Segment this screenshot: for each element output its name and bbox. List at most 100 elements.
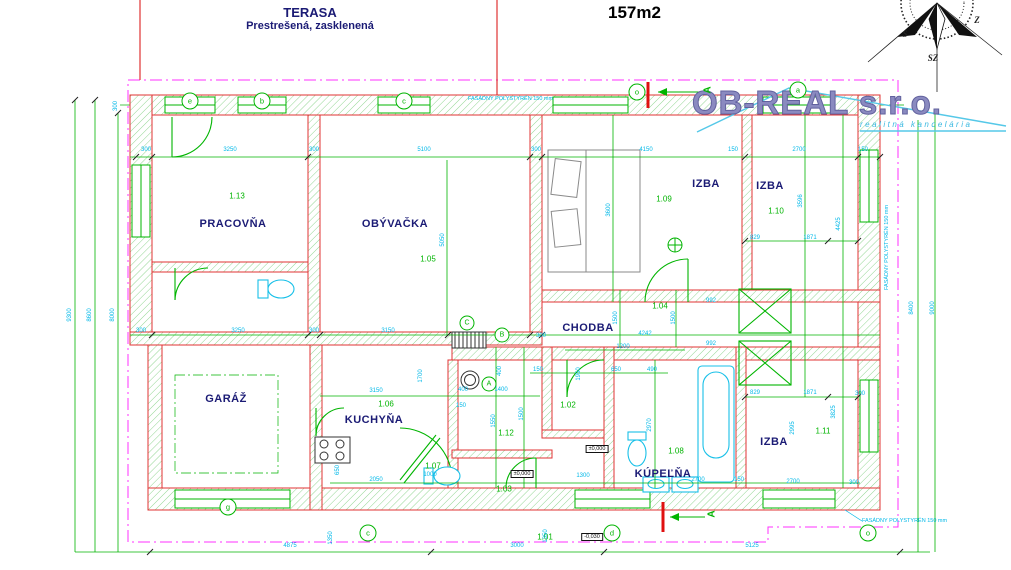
level-marker: ±0,000: [585, 445, 609, 453]
note-leader: [844, 509, 863, 522]
dim-label: 829: [749, 235, 761, 241]
grid-bubble: o: [628, 83, 646, 101]
level-marker: ±0,000: [510, 470, 534, 478]
stove-icon: [314, 436, 351, 464]
dim-label: 1950: [576, 367, 582, 381]
room-name-chodba: CHODBA: [562, 322, 614, 334]
room-number: 1.01: [537, 532, 553, 542]
dim-label: 1300: [576, 473, 590, 479]
room-number: 1.09: [656, 194, 672, 204]
dim-label: 2050: [369, 477, 383, 483]
room-name-izba2: IZBA: [756, 180, 784, 192]
dim-label: 2700: [691, 477, 705, 483]
plumbing-symbol: [667, 237, 683, 253]
dim-label: 1350: [543, 529, 549, 543]
dim-label: 1500: [613, 311, 619, 325]
dim-label: 992: [705, 298, 717, 304]
dim-label: 3596: [798, 194, 804, 208]
dim-label: 300: [854, 391, 866, 397]
dim-label: 4875: [283, 543, 297, 549]
bathtub-icon: [697, 365, 735, 483]
room-name-izba1: IZBA: [692, 178, 720, 190]
sink-icons: [642, 476, 699, 493]
toilet-icon: [257, 279, 647, 486]
grid-bubble: a: [789, 81, 807, 99]
dim-label: 3600: [606, 203, 612, 217]
dim-label: 3825: [831, 405, 837, 419]
boiler-icon: [460, 370, 480, 390]
room-number: 1.11: [815, 426, 831, 436]
dim-label: 5050: [440, 233, 446, 247]
dim-label: 3000: [510, 543, 524, 549]
dim-label: 300: [113, 100, 119, 112]
room-number: 1.12: [498, 428, 514, 438]
dim-label: 3150: [369, 388, 383, 394]
dim-label: 3250: [231, 328, 245, 334]
dim-label: 9300: [67, 308, 73, 322]
terrace-title-block: TERASA Prestrešená, zasklenená: [200, 5, 420, 32]
dim-label: 992: [705, 341, 717, 347]
dim-label: 8000: [110, 308, 116, 322]
dim-label: 150: [857, 147, 869, 153]
insulation-note-right: FASÁDNY POLYSTYRÉN 150 mm: [884, 204, 890, 290]
terrace-lines: [139, 0, 498, 95]
callout-bubble: C: [459, 315, 475, 331]
dim-label: 5125: [745, 543, 759, 549]
dim-label: 1350: [328, 531, 334, 545]
room-number: 1.05: [420, 254, 436, 264]
dim-label: 4150: [639, 147, 653, 153]
room-name-obyvacka: OBÝVAČKA: [361, 218, 429, 230]
dim-label: 1871: [803, 390, 817, 396]
dim-label: 400: [497, 365, 503, 377]
room-name-izba3: IZBA: [760, 436, 788, 448]
dim-label: 400: [457, 387, 469, 393]
dim-label: 1500: [519, 407, 525, 421]
dim-label: 300: [308, 147, 320, 153]
dim-label: 300: [140, 147, 152, 153]
callout-bubble: A: [481, 376, 497, 392]
walls: [129, 94, 881, 511]
terrace-subtitle: Prestrešená, zasklenená: [246, 20, 374, 32]
room-name-garaz: GARÁŽ: [205, 393, 247, 405]
grid-bubble: g: [219, 498, 237, 516]
grid-bubble: c: [359, 524, 377, 542]
dim-label: 1500: [671, 311, 677, 325]
dim-label: 9000: [930, 301, 936, 315]
doors: [171, 116, 792, 489]
grid-bubble: o: [859, 524, 877, 542]
dim-label: 490: [646, 367, 658, 373]
compass-label-w: Z: [974, 15, 980, 25]
dim-label: 300: [308, 328, 320, 334]
room-number: 1.13: [229, 191, 245, 201]
logo-roof-graphic: [696, 87, 1007, 133]
room-number: 1.07: [425, 461, 441, 471]
dim-label: 4425: [836, 217, 842, 231]
dim-label: 4242: [638, 331, 652, 337]
grid-bubble: b: [253, 92, 271, 110]
dim-label: 1400: [494, 387, 508, 393]
chimney-icon: [451, 331, 487, 349]
compass-label-nw: SZ: [927, 53, 939, 63]
grid-bubble: d: [603, 524, 621, 542]
dim-label: 8400: [909, 301, 915, 315]
bed-icon: [547, 149, 641, 273]
dimension-lines: [74, 100, 936, 553]
room-number: 1.08: [668, 446, 684, 456]
room-name-kuchyna: KUCHYŇA: [344, 414, 404, 426]
grid-bubble: e: [181, 92, 199, 110]
dim-label: 3250: [223, 147, 237, 153]
dim-label: 1550: [491, 414, 497, 428]
dim-label: 300: [530, 147, 542, 153]
dim-label: 2700: [786, 479, 800, 485]
room-number: 1.06: [378, 399, 394, 409]
dim-label: 2700: [792, 147, 806, 153]
dim-label: 8600: [87, 308, 93, 322]
logo-company: OB-REAL s.r.o.: [692, 84, 942, 122]
dim-label: 2970: [647, 418, 653, 432]
dim-label: 1871: [803, 235, 817, 241]
room-number: 1.02: [560, 400, 576, 410]
dim-label: 829: [749, 390, 761, 396]
room-number: 1.03: [496, 484, 512, 494]
